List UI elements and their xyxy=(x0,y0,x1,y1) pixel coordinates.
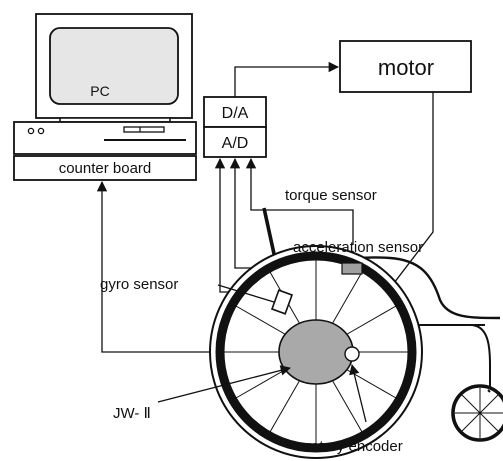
rotary-encoder xyxy=(344,346,360,362)
main-wheel-rim xyxy=(215,251,417,453)
counter-board-label: counter board xyxy=(59,160,152,177)
acceleration-sensor xyxy=(341,262,363,275)
motor-box xyxy=(339,40,472,93)
acceleration-sensor-label: acceleration sensor xyxy=(293,239,423,256)
da-to-motor-line xyxy=(234,61,340,97)
gyro-sensor xyxy=(270,289,294,315)
wheel-hub xyxy=(278,319,354,385)
pc-label: PC xyxy=(90,83,109,99)
motor-block: motor xyxy=(339,40,472,93)
caster-spokes xyxy=(455,388,503,438)
counter-board xyxy=(13,155,197,181)
pc-cpu-box xyxy=(13,121,197,155)
gyro-sensor-label: gyro sensor xyxy=(100,276,178,293)
torque-sensor-label: torque sensor xyxy=(285,187,377,204)
da-label: D/A xyxy=(222,105,249,122)
ad-converter xyxy=(203,126,267,158)
pc-led-1 xyxy=(27,127,35,135)
leader-lines xyxy=(157,284,367,423)
pc-computer: PC counter board xyxy=(13,13,197,181)
motor-label: motor xyxy=(378,55,434,80)
pc-drive-slot xyxy=(123,126,165,133)
converter-box: D/A A/D xyxy=(203,96,267,158)
rotary-encoder-label: rotary encoder xyxy=(306,438,403,455)
torque-to-ad-line xyxy=(245,157,354,244)
jw2-label: JW- Ⅱ xyxy=(113,405,151,422)
pc-screen xyxy=(49,27,179,105)
ad-label: A/D xyxy=(222,135,249,152)
pc-led-2 xyxy=(37,127,45,135)
